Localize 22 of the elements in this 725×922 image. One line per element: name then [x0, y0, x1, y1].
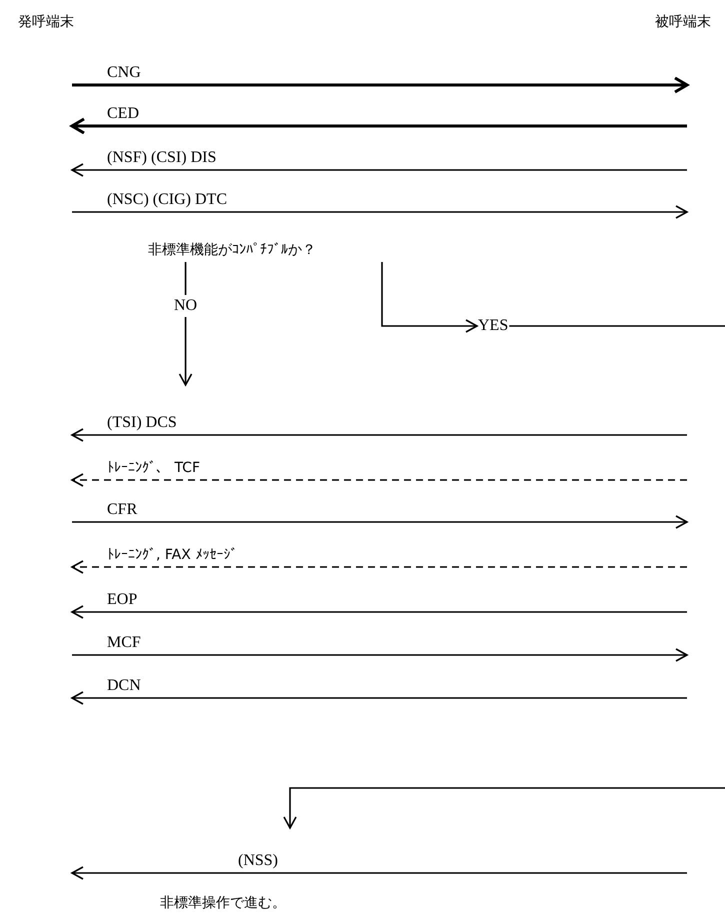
- decision-label: NO: [174, 296, 198, 316]
- message-label: ﾄﾚｰﾆﾝｸﾞ、 TCF: [107, 459, 200, 478]
- arrow: [283, 325, 725, 829]
- message-label: CFR: [107, 500, 138, 520]
- note-text: 非標準操作で進む。: [160, 894, 286, 913]
- decision-label: YES: [478, 316, 508, 336]
- message-label: CED: [107, 104, 139, 124]
- message-label: MCF: [107, 633, 141, 653]
- terminal-label: 発呼端末: [18, 13, 74, 32]
- message-label: ﾄﾚｰﾆﾝｸﾞ, FAX ﾒｯｾｰｼﾞ: [107, 546, 238, 565]
- arrow: [178, 317, 192, 386]
- message-label: EOP: [107, 590, 138, 610]
- message-label: DCN: [107, 676, 141, 696]
- terminal-label: 被呼端末: [655, 13, 711, 32]
- message-label: CNG: [107, 63, 141, 83]
- message-label: (TSI) DCS: [107, 413, 177, 433]
- message-label: (NSS): [238, 851, 278, 871]
- message-label: (NSC) (CIG) DTC: [107, 190, 227, 210]
- message-label: (NSF) (CSI) DIS: [107, 148, 216, 168]
- arrow: [381, 262, 478, 333]
- decision-label: 非標準機能がｺﾝﾊﾟﾁﾌﾞﾙか？: [148, 240, 316, 260]
- connector-line: [184, 262, 186, 295]
